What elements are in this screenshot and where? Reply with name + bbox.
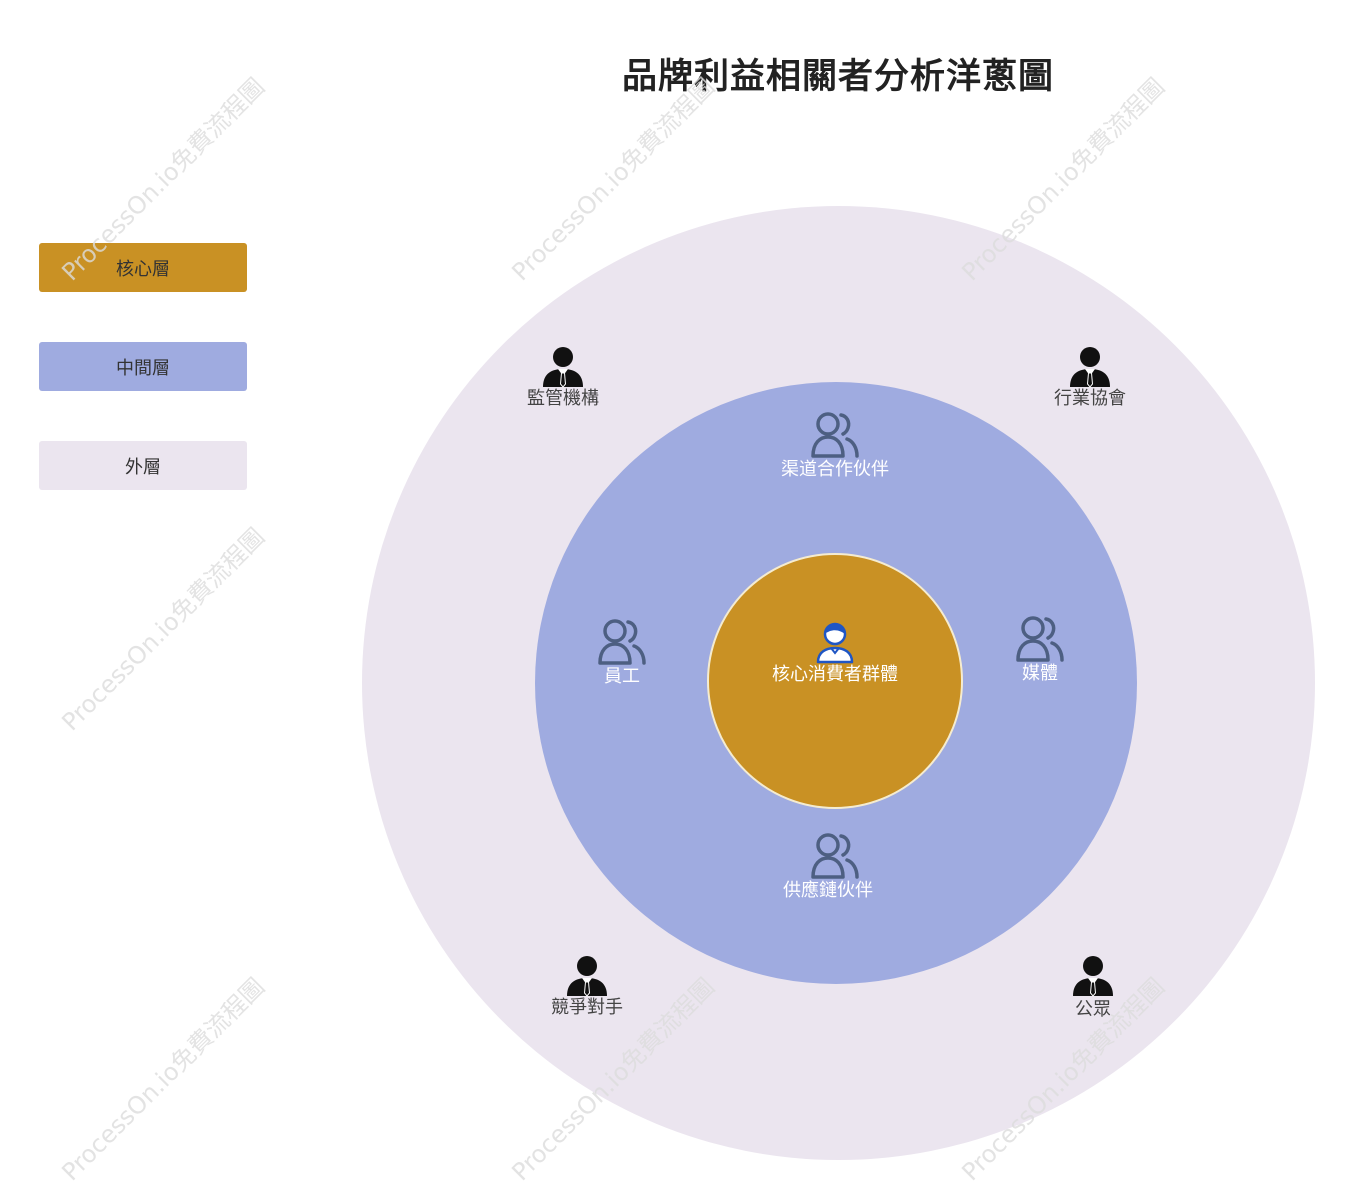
people-group-icon bbox=[597, 616, 647, 666]
outer-label-competitors: 競爭對手 bbox=[551, 997, 623, 1018]
people-group-icon bbox=[1015, 613, 1065, 663]
middle-node-channel-partners: 渠道合作伙伴 bbox=[781, 409, 889, 481]
core-node: 核心消費者群體 bbox=[772, 620, 898, 686]
diagram-title: 品牌利益相關者分析洋蔥圖 bbox=[621, 57, 1055, 97]
people-group-icon bbox=[810, 830, 860, 880]
middle-node-employees: 員工 bbox=[597, 616, 647, 688]
legend-core-label: 核心層 bbox=[116, 258, 170, 280]
legend-outer-label: 外層 bbox=[125, 456, 161, 478]
businessman-icon bbox=[542, 346, 584, 388]
legend-middle-label: 中間層 bbox=[116, 357, 170, 379]
businessman-icon bbox=[1069, 346, 1111, 388]
outer-node-competitors: 競爭對手 bbox=[551, 955, 623, 1019]
outer-node-public: 公眾 bbox=[1072, 955, 1114, 1021]
legend-outer-layer: 外層 bbox=[39, 441, 247, 490]
middle-node-media: 媒體 bbox=[1015, 613, 1065, 685]
middle-label-channel: 渠道合作伙伴 bbox=[781, 459, 889, 480]
legend-core-layer: 核心層 bbox=[39, 243, 247, 292]
outer-label-industry-association: 行業協會 bbox=[1054, 388, 1126, 409]
businessman-icon bbox=[1072, 955, 1114, 997]
middle-node-supply-chain: 供應鏈伙伴 bbox=[783, 830, 873, 902]
middle-label-supply-chain: 供應鏈伙伴 bbox=[783, 880, 873, 901]
businessman-icon bbox=[566, 955, 608, 997]
outer-label-public: 公眾 bbox=[1075, 999, 1111, 1020]
middle-label-employees: 員工 bbox=[604, 666, 640, 687]
user-avatar-icon bbox=[814, 620, 856, 664]
legend-middle-layer: 中間層 bbox=[39, 342, 247, 391]
outer-label-regulators: 監管機構 bbox=[527, 388, 599, 409]
core-ring bbox=[707, 553, 963, 809]
core-label: 核心消費者群體 bbox=[772, 664, 898, 685]
people-group-icon bbox=[810, 409, 860, 459]
watermark-text: ProcessOn.io免費流程圖 bbox=[56, 973, 270, 1187]
middle-label-media: 媒體 bbox=[1022, 663, 1058, 684]
outer-node-regulators: 監管機構 bbox=[527, 346, 599, 410]
watermark-text: ProcessOn.io免費流程圖 bbox=[56, 523, 270, 737]
outer-node-industry-association: 行業協會 bbox=[1054, 346, 1126, 410]
